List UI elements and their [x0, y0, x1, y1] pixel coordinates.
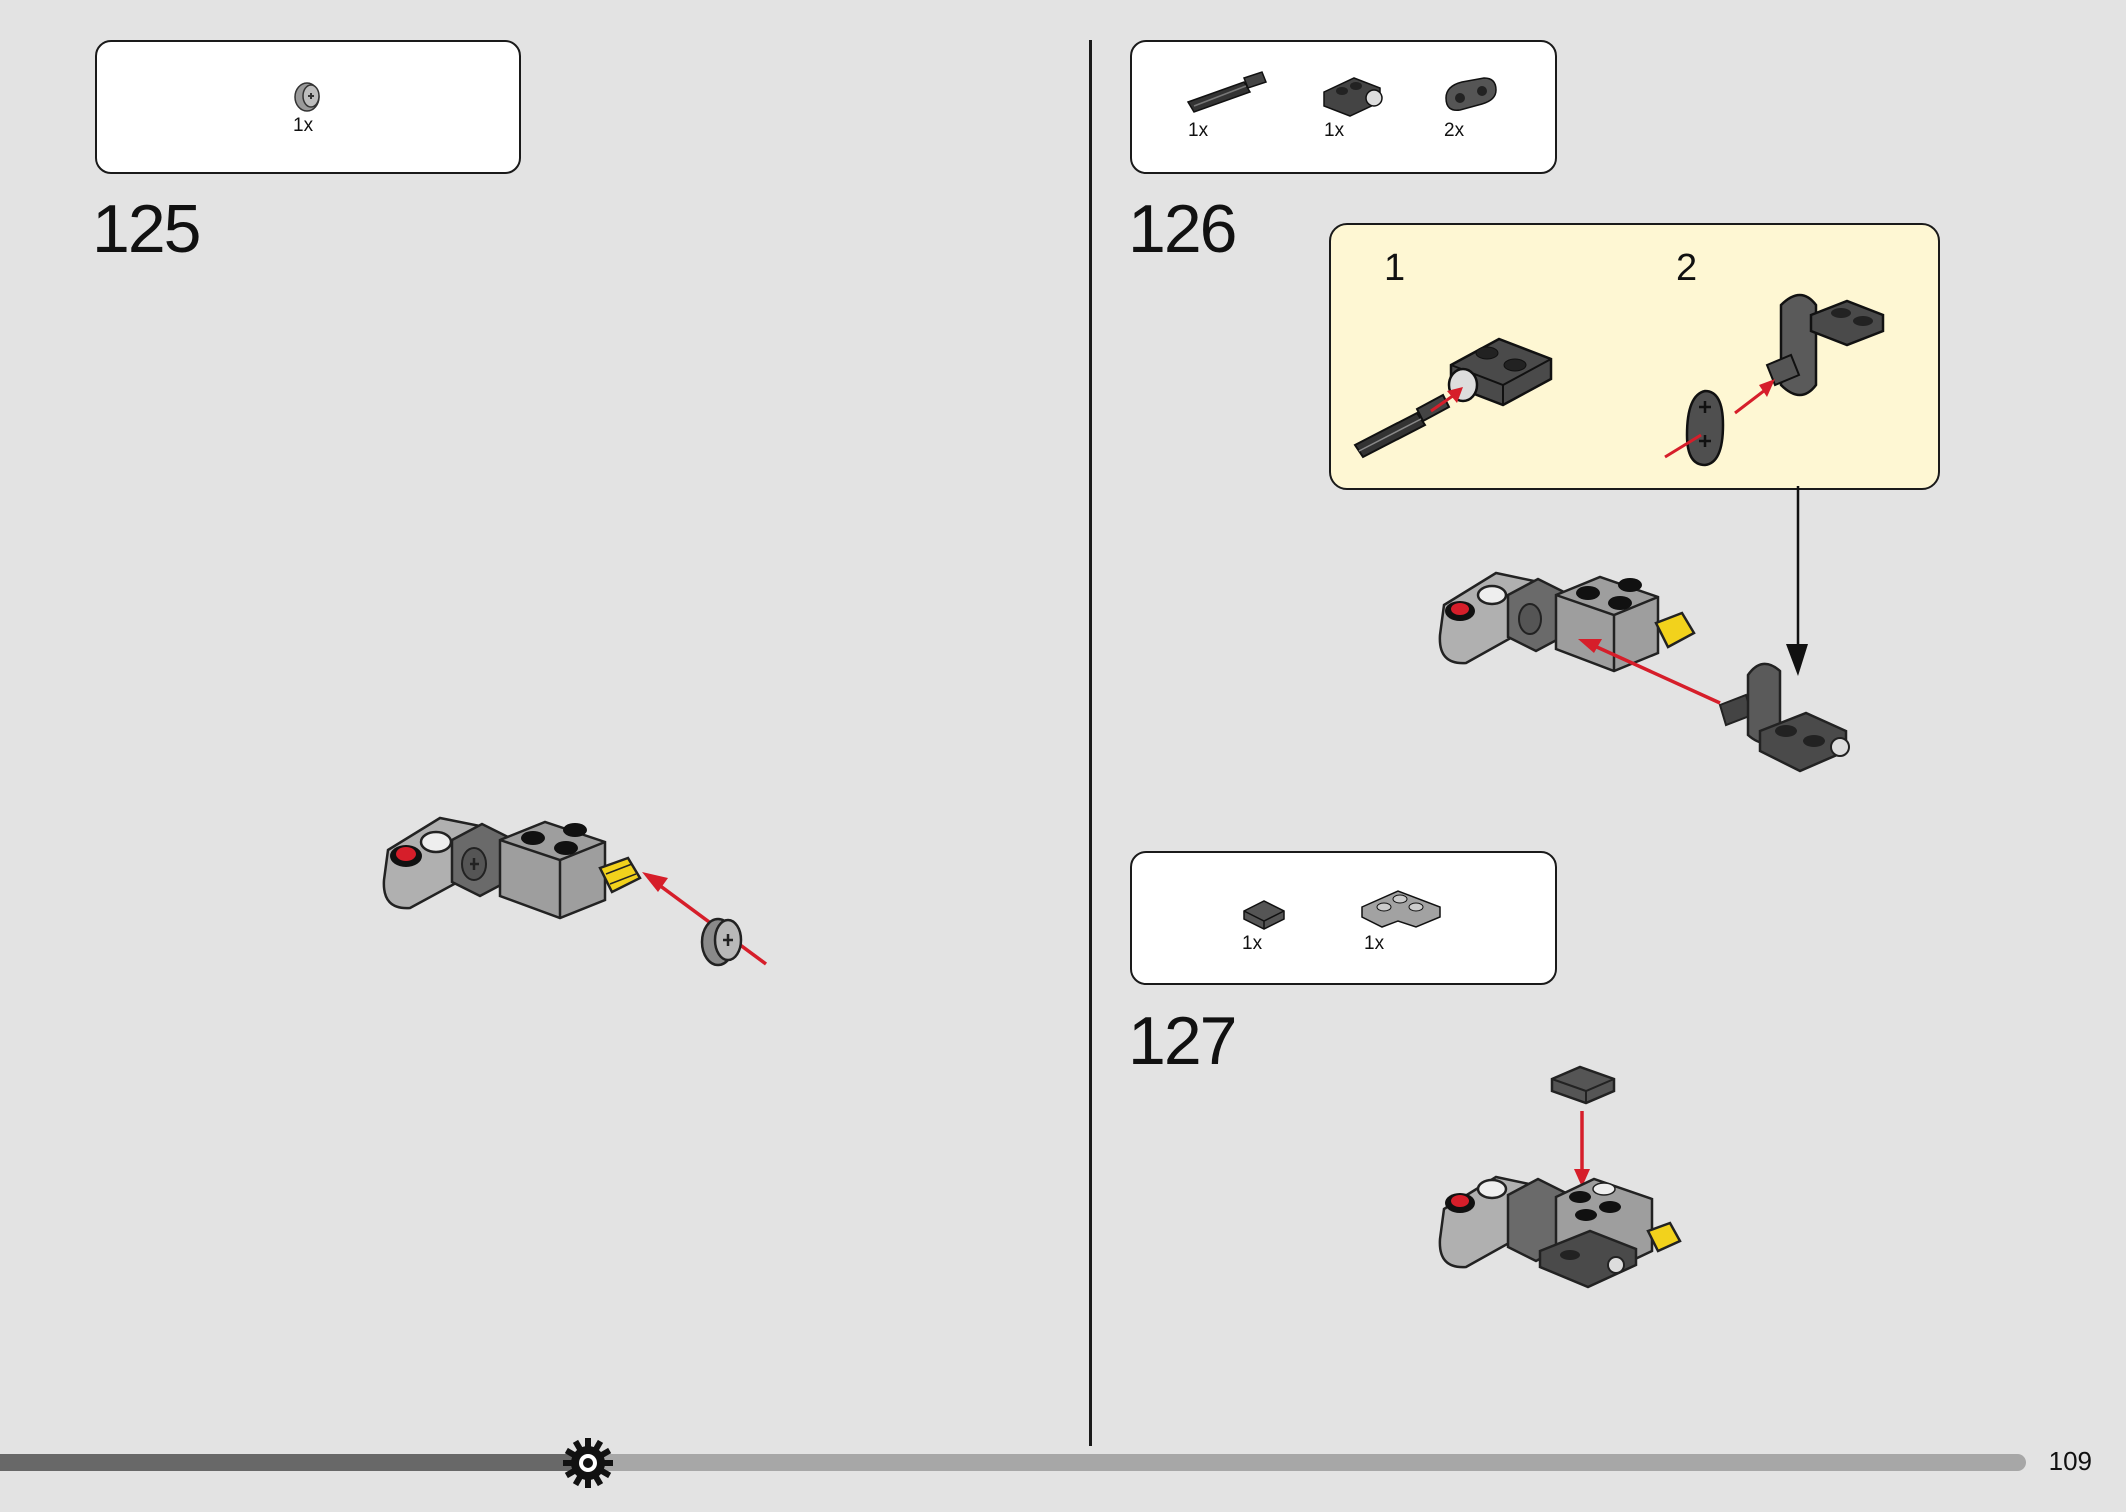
tile-icon	[1243, 900, 1285, 930]
substep-1-illustration	[1353, 337, 1553, 459]
step-number-127: 127	[1128, 1003, 1237, 1079]
bush-icon	[294, 82, 320, 112]
substep-number-1: 1	[1384, 247, 1406, 289]
part-qty: 1x	[1188, 120, 1209, 141]
gear-icon	[563, 1438, 613, 1488]
page-divider	[1089, 40, 1092, 1446]
callout-arrow	[1786, 486, 1808, 676]
parts-list-127: 1x 1x	[1130, 851, 1557, 985]
assembly-126	[1438, 571, 1850, 773]
corner-plate-icon	[1361, 890, 1441, 928]
parts-list-125: 1x	[95, 40, 521, 174]
part-qty: 2x	[1444, 120, 1465, 141]
part-qty: 1x	[1242, 933, 1263, 954]
progress-fill	[0, 1454, 588, 1471]
substep-number-2: 2	[1676, 247, 1698, 289]
plate-with-hole-icon	[1323, 77, 1383, 117]
axle-pin-icon	[1186, 71, 1267, 113]
substep-2-illustration	[1664, 293, 1885, 467]
sub-assembly-callout: 1 2	[1329, 223, 1940, 490]
beam-2-icon	[1445, 77, 1497, 111]
step-number-125: 125	[92, 191, 201, 267]
part-qty: 1x	[1324, 120, 1345, 141]
step-number-126: 126	[1128, 191, 1237, 267]
assembly-127	[1438, 1065, 1682, 1289]
assembly-125	[382, 816, 768, 967]
part-qty: 1x	[1364, 933, 1385, 954]
part-qty: 1x	[293, 115, 314, 136]
parts-list-126: 1x 1x 2x	[1130, 40, 1557, 174]
progress-bar	[0, 1454, 2026, 1471]
page-number: 109	[2048, 1446, 2092, 1476]
